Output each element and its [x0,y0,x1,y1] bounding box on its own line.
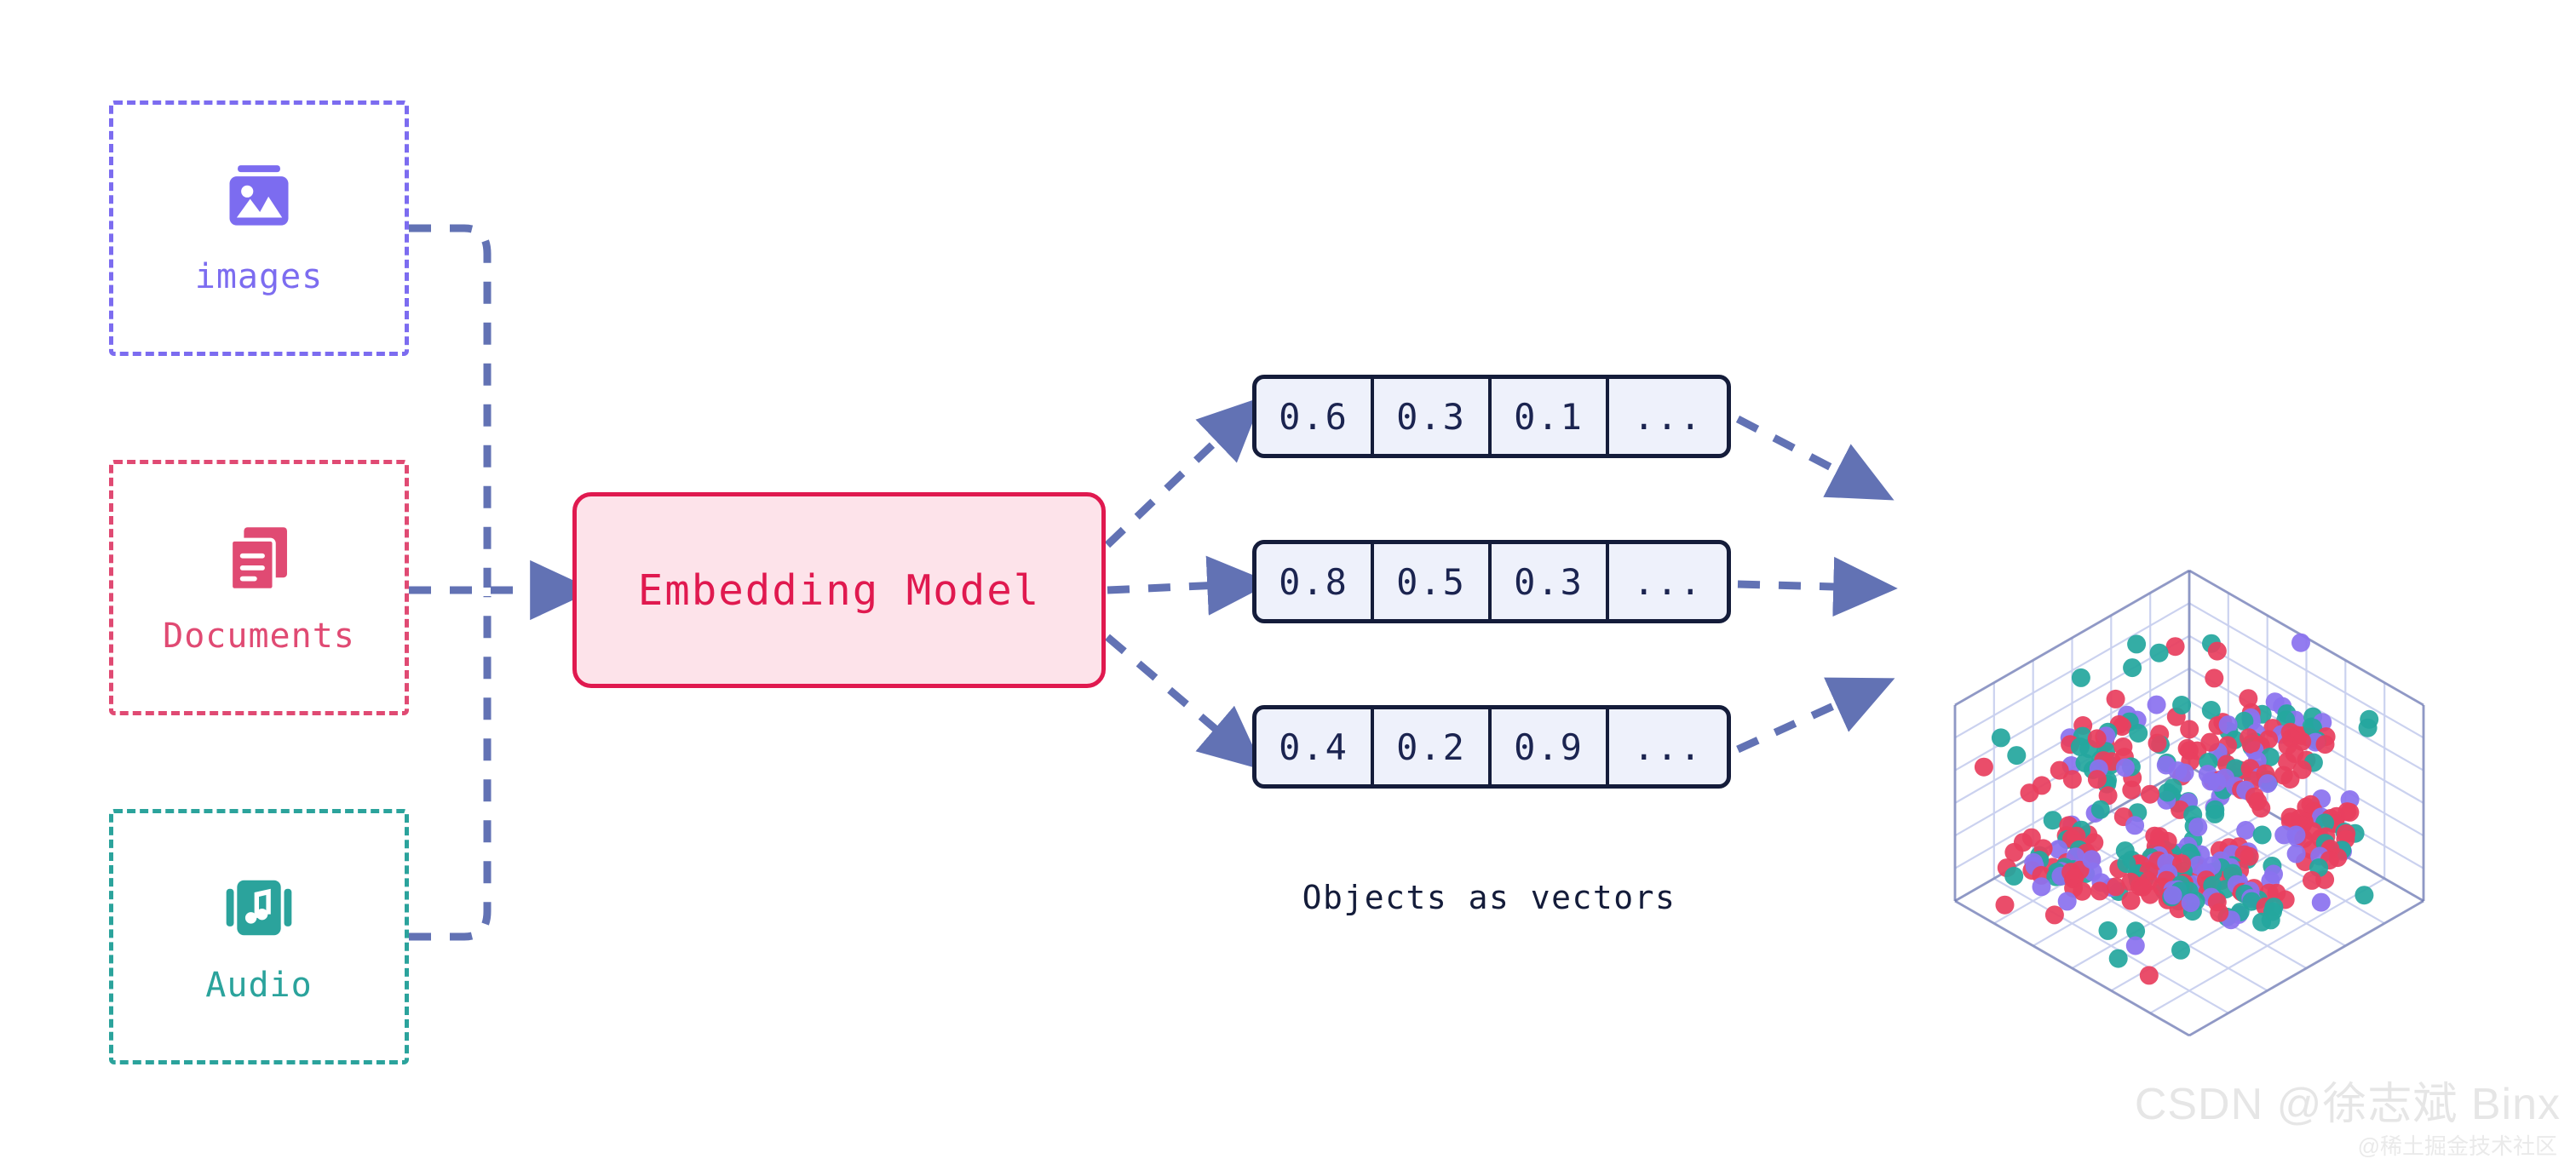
vector-cell: 0.2 [1374,709,1492,784]
vector-cell: 0.1 [1492,379,1609,454]
vector-cell: 0.4 [1256,709,1374,784]
connector-vector-2-to-cube [1736,677,1895,754]
vector-cell: 0.8 [1256,544,1374,619]
vector-cell: 0.6 [1256,379,1374,454]
connector-audio-to-trunk [409,596,492,941]
vector-cell: 0.9 [1492,709,1609,784]
source-box-images[interactable]: images [109,100,409,356]
source-label-images: images [194,257,324,296]
connector-images-to-trunk [409,224,492,588]
source-label-audio: Audio [205,966,313,1005]
audio-icon [220,869,298,947]
watermark-subtext: @稀土掘金技术社区 [2357,1133,2557,1159]
vector-row: 0.8 0.5 0.3 ... [1252,540,1731,623]
source-label-documents: Documents [163,617,355,656]
vector-cell: 0.5 [1374,544,1492,619]
connector-model-to-vector-1 [1107,555,1272,616]
vector-cell-ellipsis: ... [1633,560,1703,603]
vector-cell: 0.3 [1374,379,1492,454]
vector-cell-ellipsis: ... [1633,395,1703,438]
documents-icon [220,519,298,598]
embedding-model-box[interactable]: Embedding Model [572,492,1106,688]
vectors-caption: Objects as vectors [1302,879,1676,916]
connector-model-to-vector-2 [1105,634,1264,771]
source-box-audio[interactable]: Audio [109,809,409,1064]
connector-vector-1-to-cube [1737,556,1898,617]
vector-row: 0.6 0.3 0.1 ... [1252,375,1731,458]
connector-vector-0-to-cube [1735,416,1895,501]
vector-cell: 0.3 [1492,544,1609,619]
vector-cell-ellipsis: ... [1633,726,1703,768]
embedding-model-label: Embedding Model [637,565,1041,615]
source-box-documents[interactable]: Documents [109,460,409,715]
connector-model-to-vector-0 [1104,396,1263,548]
watermark: CSDN @徐志斌 Binx [2134,1080,2561,1129]
image-icon [220,160,298,238]
vector-row: 0.4 0.2 0.9 ... [1252,705,1731,789]
